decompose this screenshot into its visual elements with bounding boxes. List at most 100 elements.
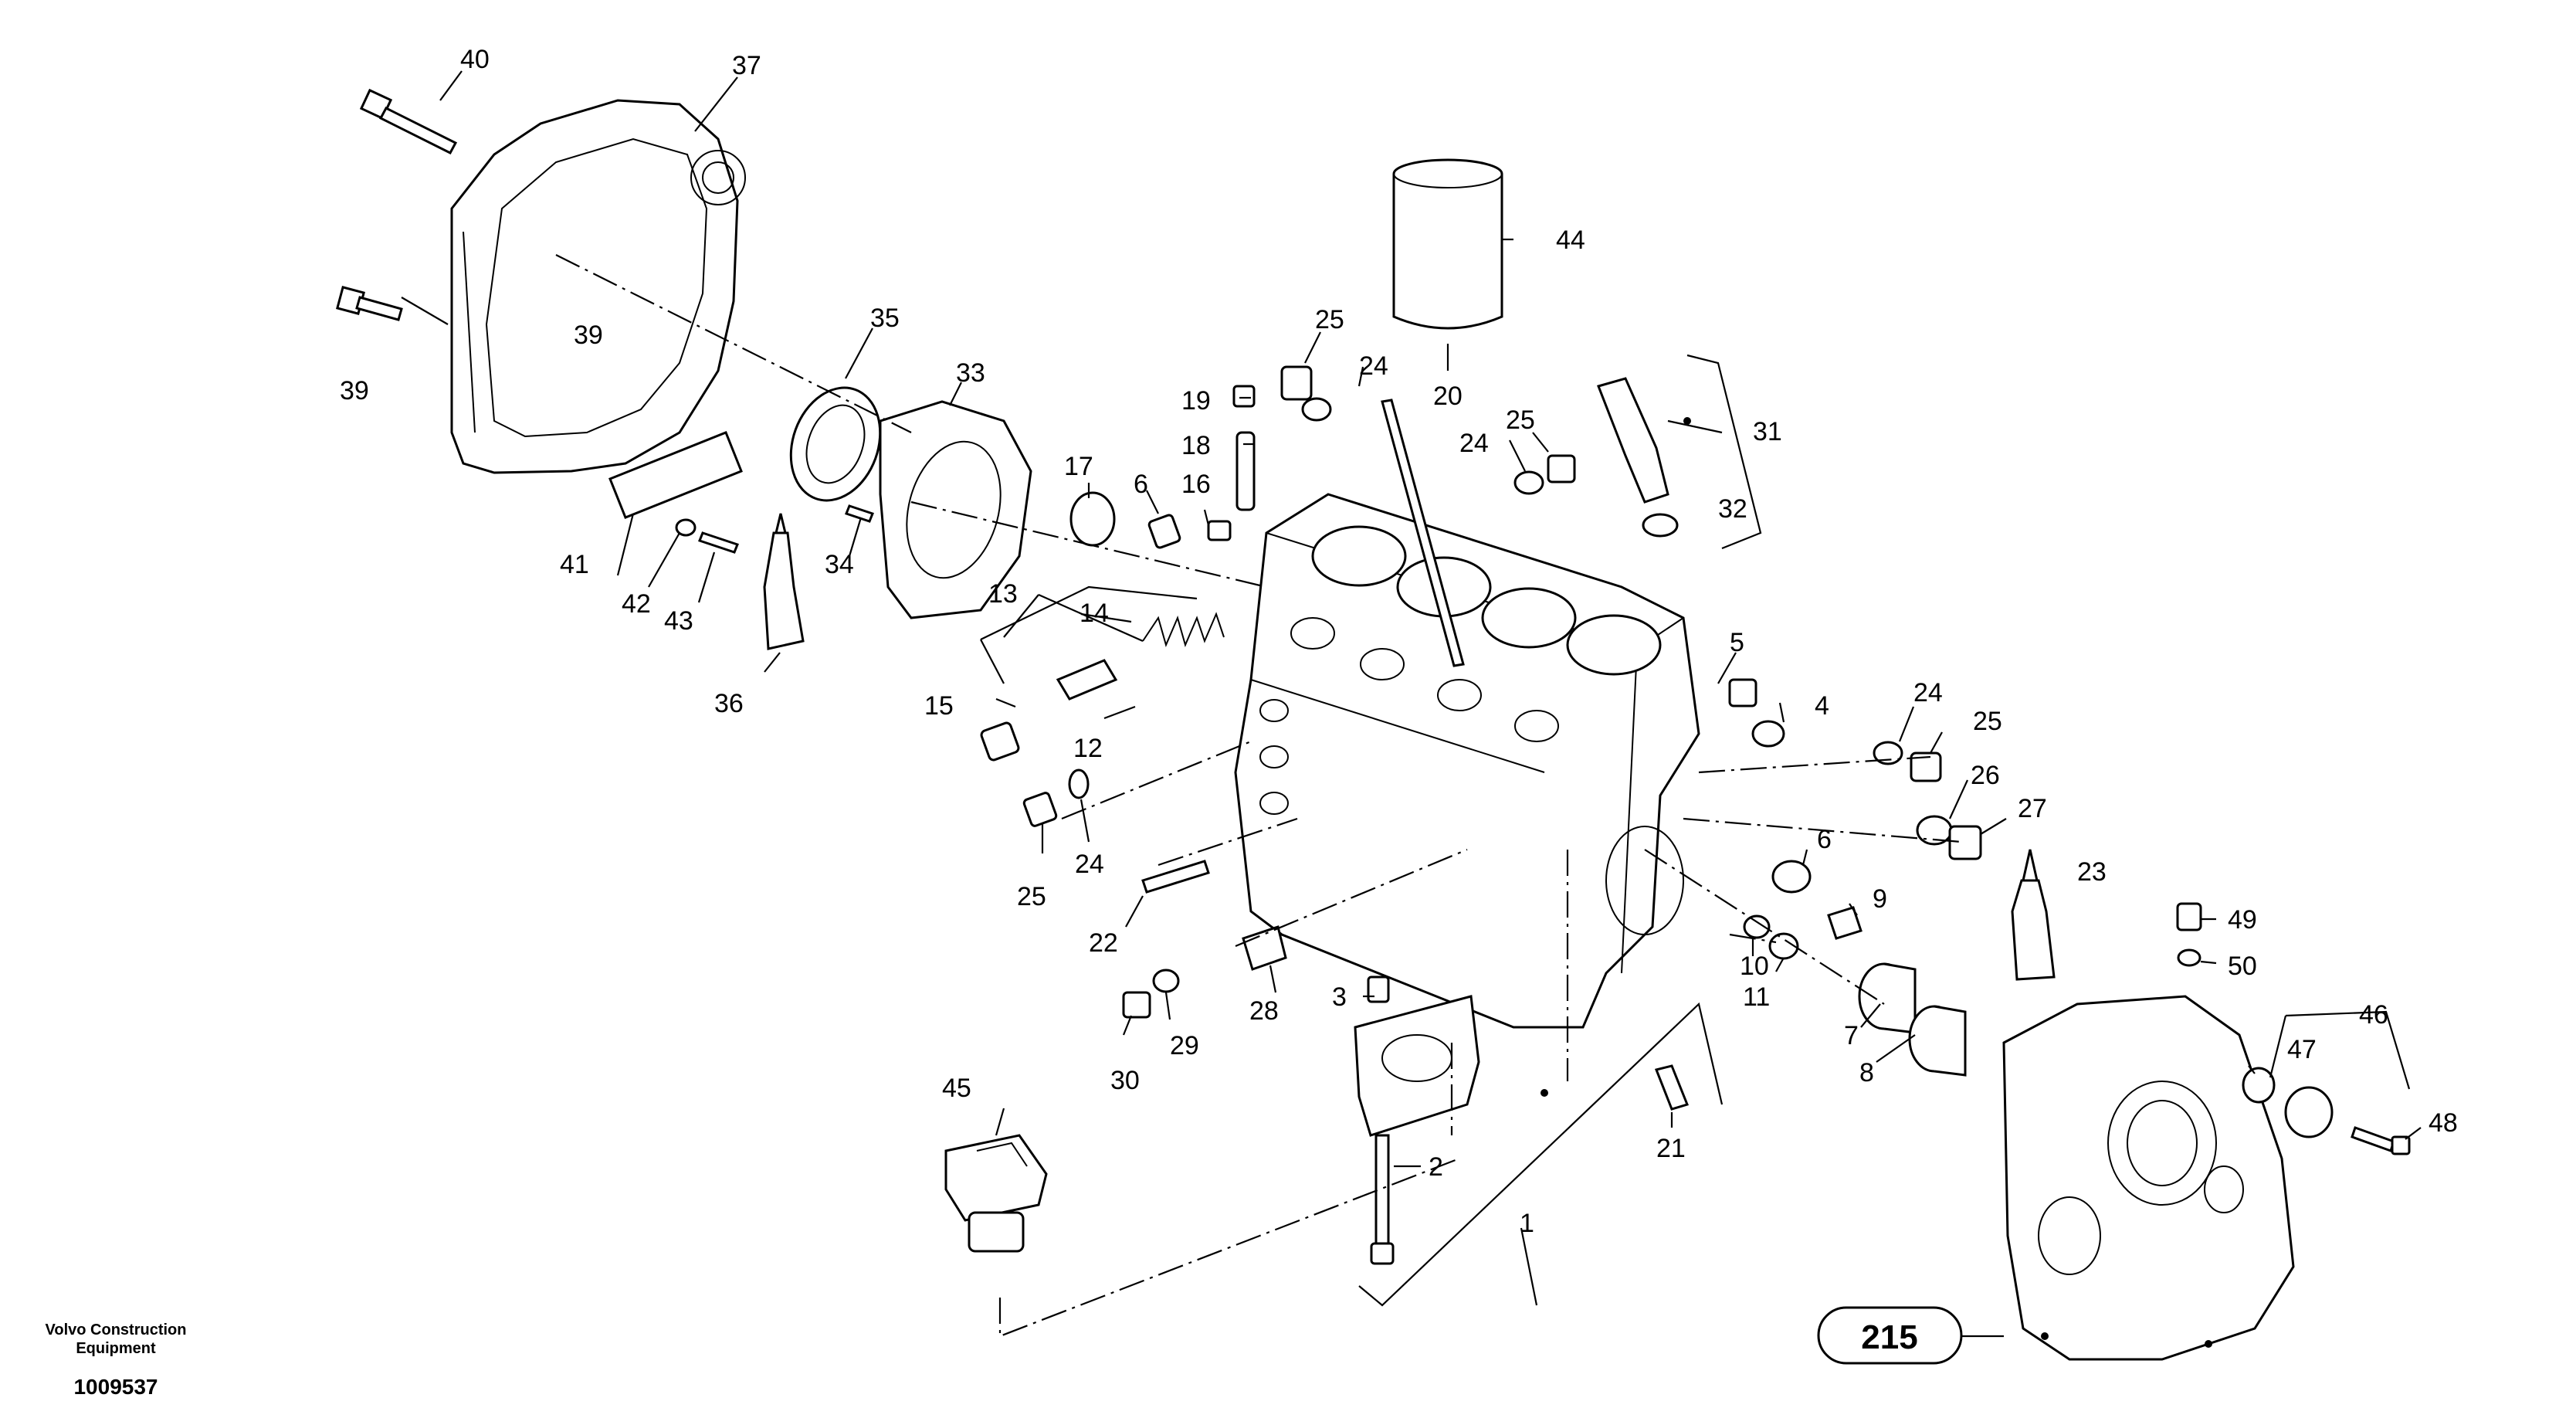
pin-21-part [1656, 1066, 1687, 1109]
callout-46: 46 [2359, 1000, 2388, 1030]
callout-25-left: 25 [1017, 882, 1046, 911]
callout-41: 41 [560, 550, 589, 579]
dowel-3-part [1368, 977, 1388, 1002]
callout-30: 30 [1110, 1066, 1140, 1095]
callout-7: 7 [1844, 1021, 1859, 1050]
pin-22-part [1143, 861, 1208, 892]
callout-14: 14 [1080, 599, 1109, 628]
callout-10: 10 [1740, 952, 1769, 981]
callout-33: 33 [956, 358, 985, 388]
bushing-7-part [1859, 964, 1915, 1033]
callout-9: 9 [1873, 884, 1887, 914]
callout-1: 1 [1520, 1209, 1534, 1238]
callout-26: 26 [1971, 761, 2000, 790]
callout-28: 28 [1249, 996, 1279, 1026]
callout-24-right: 24 [1459, 429, 1489, 458]
washer-24-left-part [1069, 770, 1088, 798]
callout-49: 49 [2228, 905, 2257, 935]
callout-25-side: 25 [1973, 707, 2002, 736]
callout-31: 31 [1753, 417, 1782, 446]
crankshaft-seal-35-part [776, 375, 896, 514]
callout-22: 22 [1089, 928, 1118, 958]
callout-15: 15 [924, 691, 954, 721]
plug-30-part [1124, 992, 1150, 1017]
reference-box-215[interactable]: 215 [1818, 1308, 1961, 1363]
timing-cover-part [2004, 996, 2293, 1359]
bearing-cap-part [1355, 996, 1479, 1135]
callout-6-side: 6 [1817, 825, 1832, 854]
callout-29: 29 [1170, 1031, 1199, 1060]
plug-25-right-part [1548, 456, 1574, 482]
bolt-48-part [2352, 1128, 2409, 1154]
washer-32-part [1643, 514, 1677, 536]
document-number: 1009537 [73, 1375, 158, 1399]
callout-42: 42 [622, 589, 651, 619]
plug-6-top-part [1148, 514, 1181, 549]
sealant-tube-23-part [2012, 850, 2054, 979]
callout-36: 36 [714, 689, 744, 718]
brand-line-2: Equipment [76, 1340, 156, 1357]
plug-25-left-part [1023, 792, 1057, 826]
callout-43: 43 [664, 606, 693, 636]
bolt-39-part [337, 287, 402, 320]
callout-32: 32 [1718, 494, 1747, 524]
plug-15-part [980, 721, 1019, 761]
callout-20: 20 [1433, 382, 1463, 411]
screw-34-part [846, 506, 873, 521]
cylinder-block-part [1235, 494, 1699, 1027]
plug-17-part [1071, 493, 1114, 545]
plug-4-part [1753, 721, 1784, 746]
callout-25-top: 25 [1315, 305, 1344, 334]
callout-25-right: 25 [1506, 405, 1535, 435]
callout-8: 8 [1859, 1058, 1874, 1087]
plug-5-part [1730, 680, 1756, 706]
callout-44: 44 [1556, 226, 1585, 255]
callout-50: 50 [2228, 952, 2257, 981]
plug-6-side-part [1773, 861, 1810, 892]
callout-24-top: 24 [1359, 351, 1388, 381]
sensor-46-part [2286, 1087, 2332, 1137]
piston-13-part [1058, 660, 1116, 699]
plug-49-part [2178, 904, 2201, 930]
washer-24-right-part [1515, 472, 1543, 494]
callout-4: 4 [1815, 691, 1829, 721]
sealant-tube-36-part [764, 514, 803, 649]
bushing-8-part [1910, 1006, 1965, 1075]
callout-48: 48 [2429, 1108, 2458, 1138]
callout-12: 12 [1073, 734, 1103, 763]
callout-39-upper: 39 [574, 321, 603, 350]
plug-27-part [1950, 826, 1981, 859]
callout-13: 13 [988, 579, 1018, 609]
callout-47: 47 [2287, 1035, 2317, 1064]
washer-24-top-part [1303, 399, 1330, 420]
callout-18: 18 [1181, 431, 1211, 460]
callout-17: 17 [1064, 452, 1093, 481]
callout-3: 3 [1332, 982, 1347, 1012]
injector-31-part [1598, 378, 1668, 502]
callout-19: 19 [1181, 386, 1211, 416]
callout-34: 34 [825, 550, 854, 579]
fitting-16-part [1208, 521, 1230, 540]
callout-24-side: 24 [1913, 678, 1943, 707]
cylinder-liner-44-part [1394, 160, 1502, 328]
oil-filler-cap-45-part [946, 1135, 1046, 1251]
washer-29-part [1154, 970, 1178, 992]
callout-35: 35 [870, 304, 900, 333]
callout-2: 2 [1429, 1152, 1443, 1182]
spring-14-part [1143, 614, 1224, 645]
callout-37: 37 [732, 51, 761, 80]
sensor-28-part [1243, 927, 1286, 969]
callout-6-top: 6 [1134, 470, 1148, 499]
callout-27: 27 [2018, 794, 2047, 823]
screw-43-part [700, 533, 737, 552]
footer-block: Volvo Construction Equipment 1009537 [46, 1321, 187, 1399]
plug-25-top-part [1282, 367, 1311, 399]
callout-16: 16 [1181, 470, 1211, 499]
o-ring-47-part [2243, 1068, 2274, 1102]
callout-5: 5 [1730, 628, 1744, 657]
flywheel-housing-part [452, 100, 745, 473]
brand-line-1: Volvo Construction [46, 1321, 187, 1338]
callout-11: 11 [1743, 982, 1770, 1012]
callout-24-left: 24 [1075, 850, 1104, 879]
